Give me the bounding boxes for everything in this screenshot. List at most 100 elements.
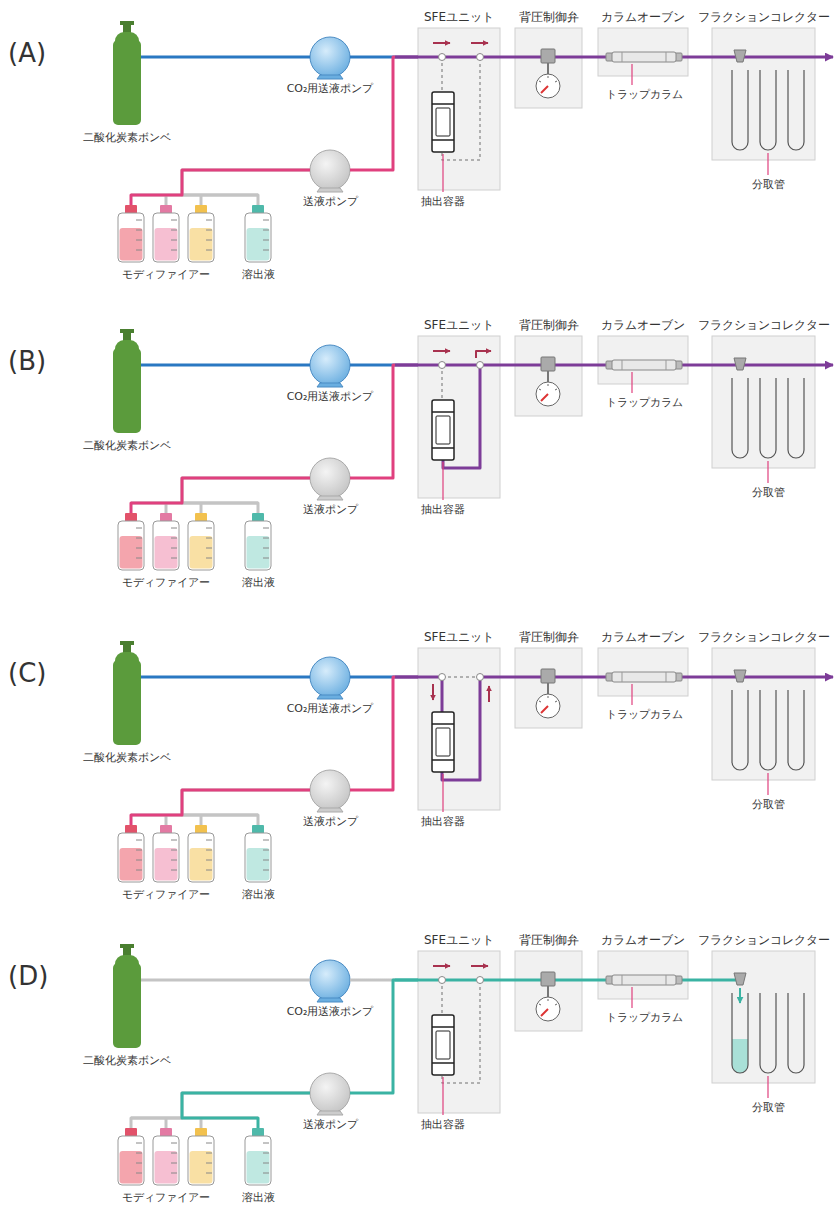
- scale-mark: [206, 250, 212, 251]
- scale-mark: [171, 240, 177, 241]
- unit-housing: [515, 951, 582, 1031]
- bottle-liquid: [120, 228, 143, 261]
- trap-column: トラップカラム: [606, 974, 682, 986]
- part-label: CO₂用送液ポンプ: [287, 1005, 374, 1018]
- valve-stem: [547, 63, 549, 74]
- flow-arrow: [432, 684, 434, 700]
- part-label: 溶出液: [242, 268, 275, 281]
- nozzle: [734, 973, 746, 985]
- pump-head: [310, 37, 350, 77]
- unit-housing: [418, 28, 500, 190]
- vessel-cap: [432, 412, 454, 448]
- bottle-body: [118, 213, 144, 262]
- scale-mark: [136, 240, 142, 241]
- scale-mark: [171, 528, 177, 529]
- vessel-cap: [432, 724, 454, 760]
- scale-mark: [206, 860, 212, 861]
- scale-mark: [136, 840, 142, 841]
- gauge-tick: [539, 384, 557, 390]
- modifier-bottles: モディファイアー: [118, 825, 214, 883]
- column-body: [612, 672, 676, 682]
- scale-mark: [136, 538, 142, 539]
- scale-mark: [171, 220, 177, 221]
- pipe-connector: [582, 364, 598, 367]
- scale-mark: [136, 860, 142, 861]
- flow-arrow: [471, 965, 488, 967]
- co2-pump: CO₂用送液ポンプ: [310, 657, 350, 697]
- pipe-connector: [350, 980, 418, 1093]
- trap-column: トラップカラム: [606, 51, 682, 63]
- switch-valve: [439, 54, 446, 61]
- column-body: [612, 52, 676, 62]
- bottle-liquid: [247, 1151, 270, 1184]
- scale-mark: [263, 1163, 269, 1164]
- liquid-pump: 送液ポンプ: [310, 458, 350, 498]
- bottle-liquid: [247, 228, 270, 261]
- part-label: SFEユニット: [424, 933, 494, 947]
- part-label: フラクションコレクター: [698, 318, 830, 332]
- scale-mark: [206, 1143, 212, 1144]
- flow-line: [418, 677, 500, 780]
- scale-mark: [136, 870, 142, 871]
- bottle-liquid: [190, 848, 213, 881]
- panel-label: (C): [8, 660, 46, 686]
- bottle-liquid: [190, 536, 213, 569]
- part-label: モディファイアー: [122, 1191, 210, 1204]
- scale-mark: [171, 1143, 177, 1144]
- pump-foot: [317, 188, 343, 192]
- scale-mark: [206, 230, 212, 231]
- switch-valve: [477, 362, 484, 369]
- sfe-unit: SFEユニット抽出容器: [418, 951, 500, 1113]
- collection-tube: [788, 993, 804, 1073]
- gauge-needle: [541, 1009, 548, 1016]
- collection-tube: [760, 690, 776, 770]
- pump-foot: [317, 496, 343, 500]
- part-label: フラクションコレクター: [698, 933, 830, 947]
- leader-line: [631, 372, 632, 393]
- leader-line: [631, 64, 632, 85]
- bottle-liquid: [190, 228, 213, 261]
- sfe-unit: SFEユニット抽出容器: [418, 648, 500, 810]
- pump-head: [310, 960, 350, 1000]
- bottle-body: [118, 521, 144, 570]
- fraction-collector: フラクションコレクター分取管: [712, 648, 815, 780]
- scale-mark: [136, 220, 142, 221]
- pipe-connector: [141, 56, 310, 59]
- pipe-connector: [500, 364, 515, 367]
- bottle-body: [245, 1136, 271, 1185]
- trap-column: トラップカラム: [606, 359, 682, 371]
- flow-arrow: [476, 351, 491, 358]
- part-label: 溶出液: [242, 888, 275, 901]
- column-band: [622, 672, 666, 682]
- scale-mark: [263, 1173, 269, 1174]
- switch-valve: [477, 54, 484, 61]
- pipe-connector: [500, 979, 515, 982]
- bottle-body: [188, 213, 214, 262]
- pressure-gauge: [536, 74, 560, 98]
- pump-head: [310, 770, 350, 810]
- bottle-body: [245, 213, 271, 262]
- bottle-body: [188, 833, 214, 882]
- scale-mark: [136, 230, 142, 231]
- scale-mark: [171, 1163, 177, 1164]
- part-label: CO₂用送液ポンプ: [287, 702, 374, 715]
- sfe-unit: SFEユニット抽出容器: [418, 28, 500, 190]
- part-label: 抽出容器: [421, 503, 465, 516]
- pipe-connector: [182, 790, 310, 825]
- unit-housing: [418, 648, 500, 810]
- modifier-bottles: モディファイアー: [118, 1128, 214, 1186]
- valve-body: [541, 357, 555, 371]
- bottle-liquid: [120, 1151, 143, 1184]
- flow-line: [418, 364, 500, 367]
- vessel-body: [432, 92, 454, 152]
- valve-body: [541, 972, 555, 986]
- gas-cylinder: 二酸化炭素ボンベ: [113, 331, 141, 433]
- valve-stem: [547, 986, 549, 997]
- pump-foot: [317, 998, 343, 1002]
- part-label: CO₂用送液ポンプ: [287, 82, 374, 95]
- bottle-body: [188, 521, 214, 570]
- panel-illustration: [113, 944, 815, 1185]
- part-label: 分取管: [752, 486, 785, 499]
- scale-mark: [206, 240, 212, 241]
